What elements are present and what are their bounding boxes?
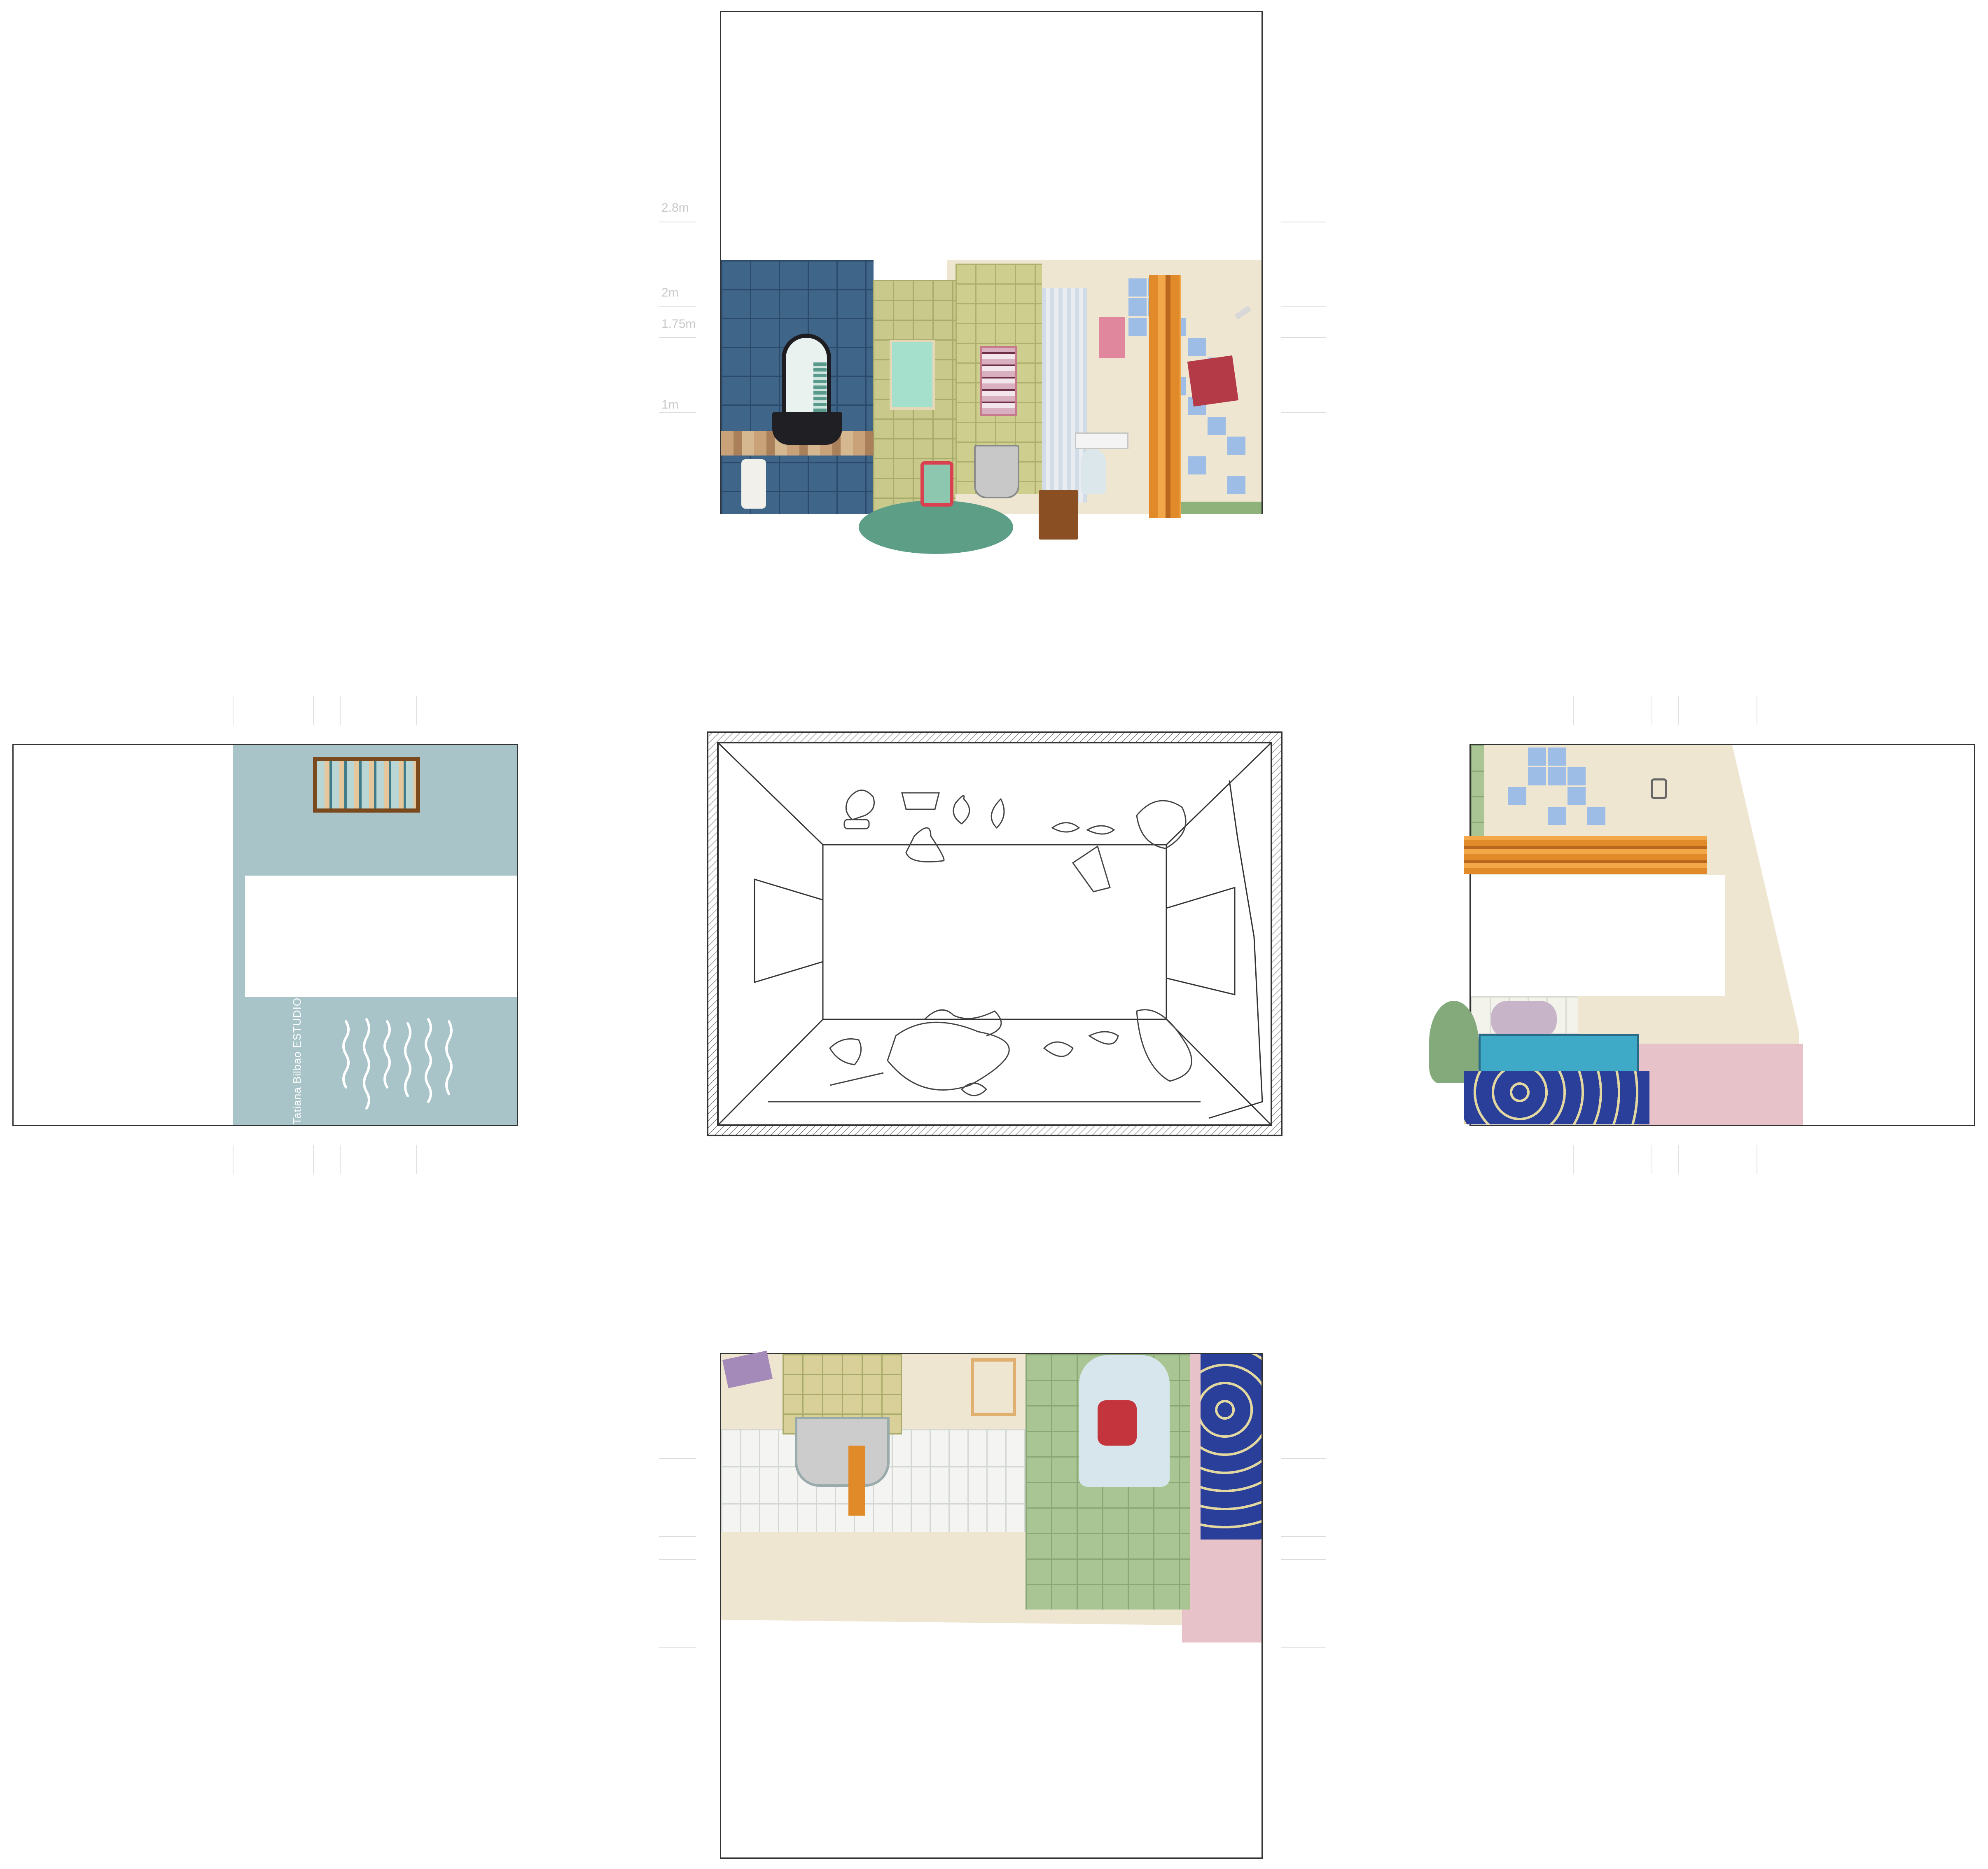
shower-curtain (1042, 288, 1087, 502)
blue-tile (1208, 417, 1226, 435)
blue-tile (1528, 748, 1546, 766)
dim-tick (659, 1536, 696, 1537)
plan-walls (707, 731, 1283, 1136)
open-shelf-icon (971, 1358, 1016, 1416)
wave-line (363, 1018, 370, 1110)
dim-label-1-75m: 1.75m (661, 317, 696, 331)
dim-tick (340, 696, 341, 725)
dim-tick (233, 1145, 234, 1174)
rug-icon (859, 500, 1013, 554)
plan-perspective-lines (717, 742, 1272, 1126)
blue-tile (1528, 767, 1546, 785)
dim-tick (1573, 696, 1574, 725)
teal-wall-side (233, 876, 245, 997)
wooden-beam (1149, 275, 1181, 518)
dim-tick (1281, 412, 1326, 413)
dim-tick (233, 696, 234, 725)
cream-wall-right-side (1738, 875, 1750, 996)
blue-tile (1587, 807, 1605, 825)
blue-patterned-cloth (1464, 1071, 1649, 1124)
pink-tile-patch (1099, 317, 1125, 358)
dim-tick (1281, 1559, 1326, 1560)
dim-tick (416, 1145, 417, 1174)
blue-tile (1508, 787, 1526, 805)
window-icon (313, 757, 420, 813)
wall-shelf-icon (980, 346, 1017, 416)
dim-tick (659, 337, 696, 338)
dim-tick (1573, 1145, 1574, 1174)
dim-tick (659, 1647, 696, 1648)
dim-tick (1281, 1536, 1326, 1537)
dim-tick (1281, 337, 1326, 338)
mirror-icon (848, 1446, 865, 1516)
dim-tick (1281, 306, 1326, 307)
dim-tick (1678, 696, 1679, 725)
red-cloth (1098, 1400, 1137, 1446)
dim-tick (1281, 1647, 1326, 1648)
blue-tile (1128, 298, 1147, 316)
green-baseboard (1181, 502, 1261, 514)
person-figure-icon (1081, 449, 1106, 494)
wave-line (383, 1020, 391, 1089)
blue-tile (1548, 748, 1566, 766)
wall-vase-icon (741, 459, 766, 509)
bucket-icon (974, 445, 1019, 498)
wave-line (404, 1022, 411, 1097)
teal-wall-bottom (233, 997, 517, 1125)
dim-label-1m: 1m (661, 398, 679, 411)
blue-patterned-cloth (1201, 1354, 1261, 1540)
plant-icon (1429, 1001, 1479, 1083)
blue-tile (1548, 767, 1566, 785)
towel-icon (1187, 355, 1239, 407)
vanity-icon (795, 1417, 890, 1487)
mirror-stripes (813, 362, 827, 412)
dim-tick (659, 306, 696, 307)
blue-tile (1188, 338, 1206, 356)
blue-tile (1227, 476, 1245, 494)
credit-text: Tatiana Bilbao ESTUDIO (291, 997, 303, 1124)
dim-tick (659, 1458, 696, 1459)
person-figure-icon (1491, 1001, 1557, 1038)
wave-line (342, 1020, 350, 1089)
wave-lines (342, 1018, 453, 1110)
wave-line (425, 1018, 432, 1103)
blue-tile (1568, 767, 1586, 785)
wall-cabinet-icon (890, 340, 935, 410)
basin-icon (1075, 432, 1128, 449)
dim-tick (1678, 1145, 1679, 1174)
pink-tub-wall (1639, 1044, 1803, 1125)
blue-tile (1188, 456, 1206, 474)
dim-label-2m: 2m (661, 286, 679, 299)
blue-tile (1227, 437, 1245, 455)
dim-tick (416, 696, 417, 725)
plan-furniture-sketch (768, 790, 1201, 1103)
chair-icon (920, 461, 953, 507)
stool-icon (1039, 490, 1078, 540)
blue-tile (1128, 318, 1147, 336)
sink-icon (772, 412, 842, 445)
blue-tile (1568, 787, 1586, 805)
dim-tick (313, 1145, 314, 1174)
green-tile-strip (1471, 745, 1484, 850)
dim-tick (659, 412, 696, 413)
blue-tile (1128, 278, 1147, 297)
dim-label-2-8m: 2.8m (661, 201, 689, 215)
dim-tick (1281, 1458, 1326, 1459)
floor-plan (707, 731, 1283, 1136)
blue-tile (1548, 807, 1566, 825)
wave-line (445, 1020, 453, 1095)
dim-tick (659, 1559, 696, 1560)
wooden-shelf (1464, 836, 1707, 874)
dim-tick (313, 696, 314, 725)
dim-tick (340, 1145, 341, 1174)
faucet-icon (1651, 778, 1667, 799)
